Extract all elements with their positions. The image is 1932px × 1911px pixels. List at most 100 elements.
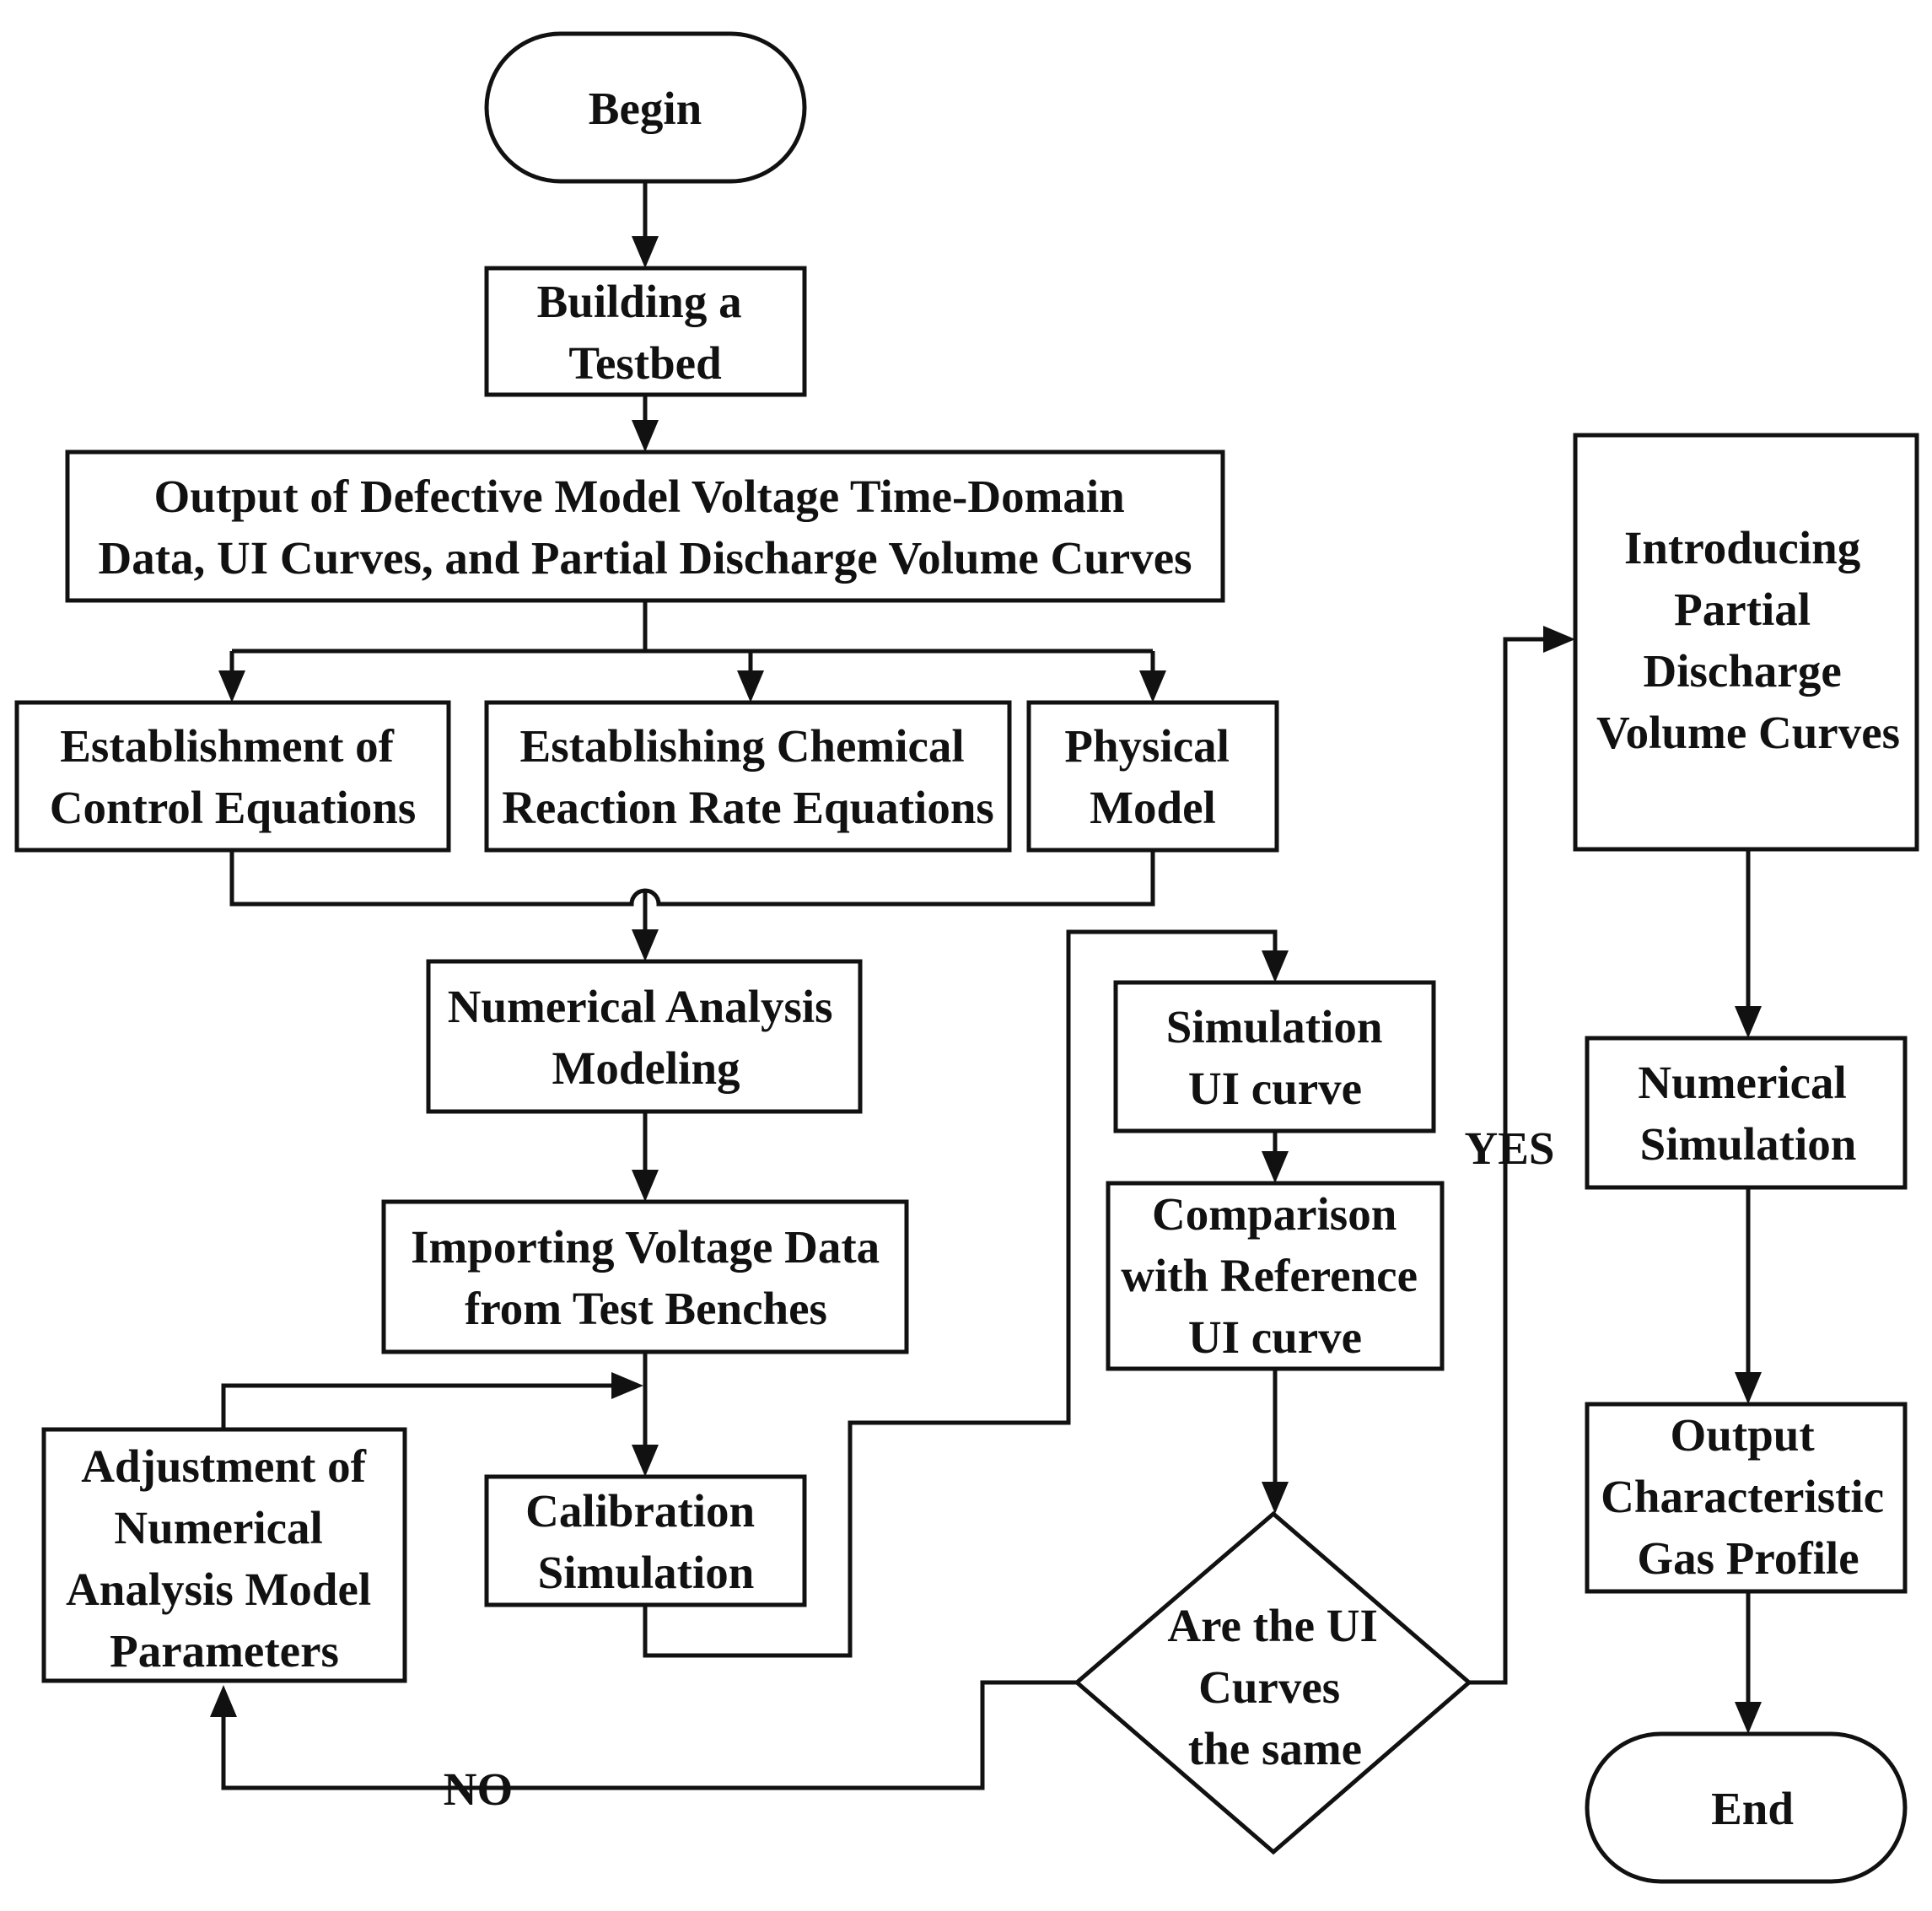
arrowhead [632, 929, 659, 961]
arrowhead [1262, 950, 1289, 982]
label-line: Discharge [1644, 645, 1842, 697]
label-line: UI curve [1188, 1311, 1362, 1363]
label-line: Simulation [538, 1547, 755, 1598]
arrowhead [1139, 670, 1166, 702]
label-line: Analysis Model [66, 1564, 371, 1615]
node-control-equations: Establishment of Control Equations [14, 700, 451, 853]
arrowhead [1543, 626, 1575, 653]
label-line: Partial [1674, 584, 1811, 635]
edge-adjustment-to-junction [221, 1383, 611, 1429]
node-calibration-simulation-text: Calibration Simulation [525, 1485, 767, 1598]
edge-merge-to-modeling [229, 850, 1155, 929]
node-introducing-pd-curves: Introducing Partial Discharge Volume Cur… [1573, 433, 1919, 852]
label-line: with Reference [1121, 1250, 1418, 1301]
label-line: Establishing Chemical [520, 720, 965, 772]
label-line: Adjustment of [81, 1440, 366, 1492]
arrowhead [737, 670, 764, 702]
edge-label-yes: YES [1465, 1122, 1555, 1174]
arrowhead [218, 670, 245, 702]
label-line: Curves [1198, 1661, 1340, 1713]
label-line: Numerical [114, 1502, 322, 1553]
edge-output-split [229, 600, 1155, 670]
node-importing-voltage-text: Importing Voltage Data from Test Benches [411, 1221, 891, 1334]
node-begin-text: Begin [589, 83, 702, 134]
label-line: Simulation [1166, 1001, 1383, 1052]
label-line: Control Equations [50, 782, 417, 833]
label-line: Output [1671, 1409, 1816, 1461]
arrowhead [632, 420, 659, 452]
arrowhead [632, 1170, 659, 1202]
label-line: Testbed [568, 337, 721, 389]
node-end: End [1585, 1731, 1908, 1884]
arrowhead [632, 236, 659, 268]
label-line: Modeling [552, 1042, 740, 1094]
arrowhead [611, 1372, 643, 1399]
node-decision-same-text: Are the UI Curves the same [1167, 1600, 1389, 1774]
label-line: Establishment of [60, 720, 394, 772]
label-line: from Test Benches [465, 1283, 827, 1334]
edge-calibration-to-simui [643, 929, 1278, 1658]
node-output-data: Output of Defective Model Voltage Time-D… [65, 449, 1225, 603]
node-simulation-ui-curve-text: Simulation UI curve [1166, 1001, 1395, 1114]
node-simulation-ui-curve: Simulation UI curve [1113, 980, 1436, 1133]
node-building-testbed-text: Building a Testbed [537, 276, 754, 389]
node-introducing-pd-curves-text: Introducing Partial Discharge Volume Cur… [1596, 522, 1900, 758]
node-numerical-analysis-modeling-text: Numerical Analysis Modeling [448, 981, 845, 1094]
edge-label-no: NO [444, 1763, 514, 1815]
node-begin: Begin [484, 31, 807, 184]
label-line: Characteristic [1601, 1471, 1884, 1522]
label-line: the same [1188, 1723, 1362, 1774]
label-line: Begin [589, 83, 702, 134]
node-numerical-analysis-modeling: Numerical Analysis Modeling [426, 959, 863, 1114]
node-output-data-text: Output of Defective Model Voltage Time-D… [98, 471, 1192, 584]
node-building-testbed: Building a Testbed [484, 266, 807, 397]
label-line: Calibration [525, 1485, 755, 1537]
edge-decision-yes [1469, 637, 1543, 1685]
label-line: Parameters [110, 1625, 339, 1677]
label-line: End [1711, 1783, 1794, 1834]
node-numerical-simulation: Numerical Simulation [1585, 1036, 1908, 1190]
label-line: Volume Curves [1596, 707, 1900, 758]
label-line: Gas Profile [1637, 1532, 1859, 1584]
label-line: Data, UI Curves, and Partial Discharge V… [98, 532, 1192, 584]
node-adjustment-parameters-text: Adjustment of Numerical Analysis Model P… [66, 1440, 383, 1677]
node-chemical-equations-text: Establishing Chemical Reaction Rate Equa… [502, 720, 994, 833]
arrowhead [1735, 1372, 1762, 1404]
arrowhead [632, 1445, 659, 1477]
label-line: Are the UI [1167, 1600, 1378, 1651]
node-adjustment-parameters: Adjustment of Numerical Analysis Model P… [41, 1427, 407, 1683]
node-numerical-simulation-text: Numerical Simulation [1638, 1057, 1858, 1170]
connectors [210, 181, 1762, 1790]
node-chemical-equations: Establishing Chemical Reaction Rate Equa… [484, 700, 1012, 853]
edge-decision-no [221, 1680, 1077, 1790]
label-line: Numerical [1638, 1057, 1846, 1108]
label-line: Importing Voltage Data [411, 1221, 880, 1273]
arrowhead [1735, 1702, 1762, 1734]
label-line: Model [1090, 782, 1216, 833]
node-output-gas-profile: Output Characteristic Gas Profile [1585, 1402, 1908, 1594]
node-decision-same: Are the UI Curves the same [1074, 1510, 1472, 1855]
arrowhead [210, 1685, 237, 1717]
node-output-gas-profile-text: Output Characteristic Gas Profile [1601, 1409, 1896, 1584]
node-physical-model: Physical Model [1026, 700, 1279, 853]
node-comparison-reference: Comparison with Reference UI curve [1106, 1181, 1445, 1371]
label-line: Building a [537, 276, 742, 327]
node-comparison-reference-text: Comparison with Reference UI curve [1121, 1188, 1429, 1363]
label-line: Introducing [1624, 522, 1860, 573]
arrowhead [1262, 1151, 1289, 1183]
label-line: Numerical Analysis [448, 981, 833, 1032]
label-line: Comparison [1152, 1188, 1397, 1240]
node-control-equations-text: Establishment of Control Equations [50, 720, 417, 833]
arrowhead [1262, 1482, 1289, 1514]
node-physical-model-text: Physical Model [1064, 720, 1240, 833]
label-line: UI curve [1188, 1063, 1362, 1114]
node-calibration-simulation: Calibration Simulation [484, 1474, 807, 1607]
node-end-text: End [1711, 1783, 1794, 1834]
label-line: Physical [1064, 720, 1230, 772]
node-importing-voltage: Importing Voltage Data from Test Benches [381, 1199, 909, 1354]
label-line: Output of Defective Model Voltage Time-D… [153, 471, 1124, 522]
arrowhead [1735, 1006, 1762, 1038]
label-line: Simulation [1640, 1118, 1857, 1170]
label-line: Reaction Rate Equations [502, 782, 994, 833]
